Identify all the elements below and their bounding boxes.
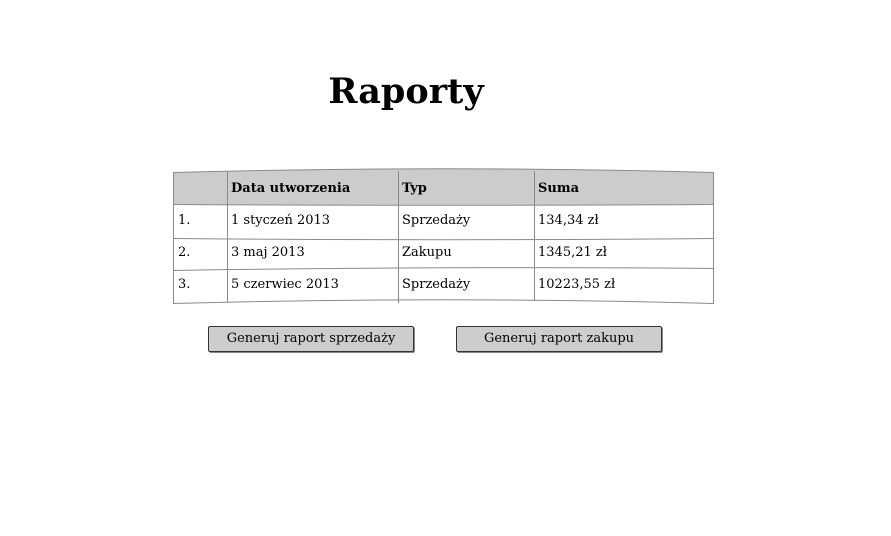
- row-date: 3 maj 2013: [231, 245, 305, 260]
- row-number: 2.: [178, 245, 191, 260]
- row-type: Sprzedaży: [402, 277, 471, 292]
- row-number: 1.: [178, 213, 191, 228]
- row-date: 5 czerwiec 2013: [231, 277, 339, 292]
- row-date: 1 styczeń 2013: [231, 213, 331, 228]
- row-number: 3.: [178, 277, 191, 292]
- column-header-sum: Suma: [538, 181, 580, 196]
- generate-purchase-report-button[interactable]: Generuj raport zakupu: [456, 326, 662, 352]
- row-sum: 134,34 zł: [538, 213, 599, 228]
- column-header-date: Data utworzenia: [231, 181, 351, 196]
- row-sum: 1345,21 zł: [538, 245, 607, 260]
- generate-sales-report-button[interactable]: Generuj raport sprzedaży: [208, 326, 414, 352]
- page-title: Raporty: [328, 71, 484, 112]
- row-sum: 10223,55 zł: [538, 277, 616, 292]
- row-type: Zakupu: [402, 245, 452, 260]
- table-grid: [173, 168, 714, 305]
- row-type: Sprzedaży: [402, 213, 471, 228]
- reports-table: Data utworzenia Typ Suma 1. 1 styczeń 20…: [173, 168, 714, 305]
- column-header-type: Typ: [402, 181, 427, 196]
